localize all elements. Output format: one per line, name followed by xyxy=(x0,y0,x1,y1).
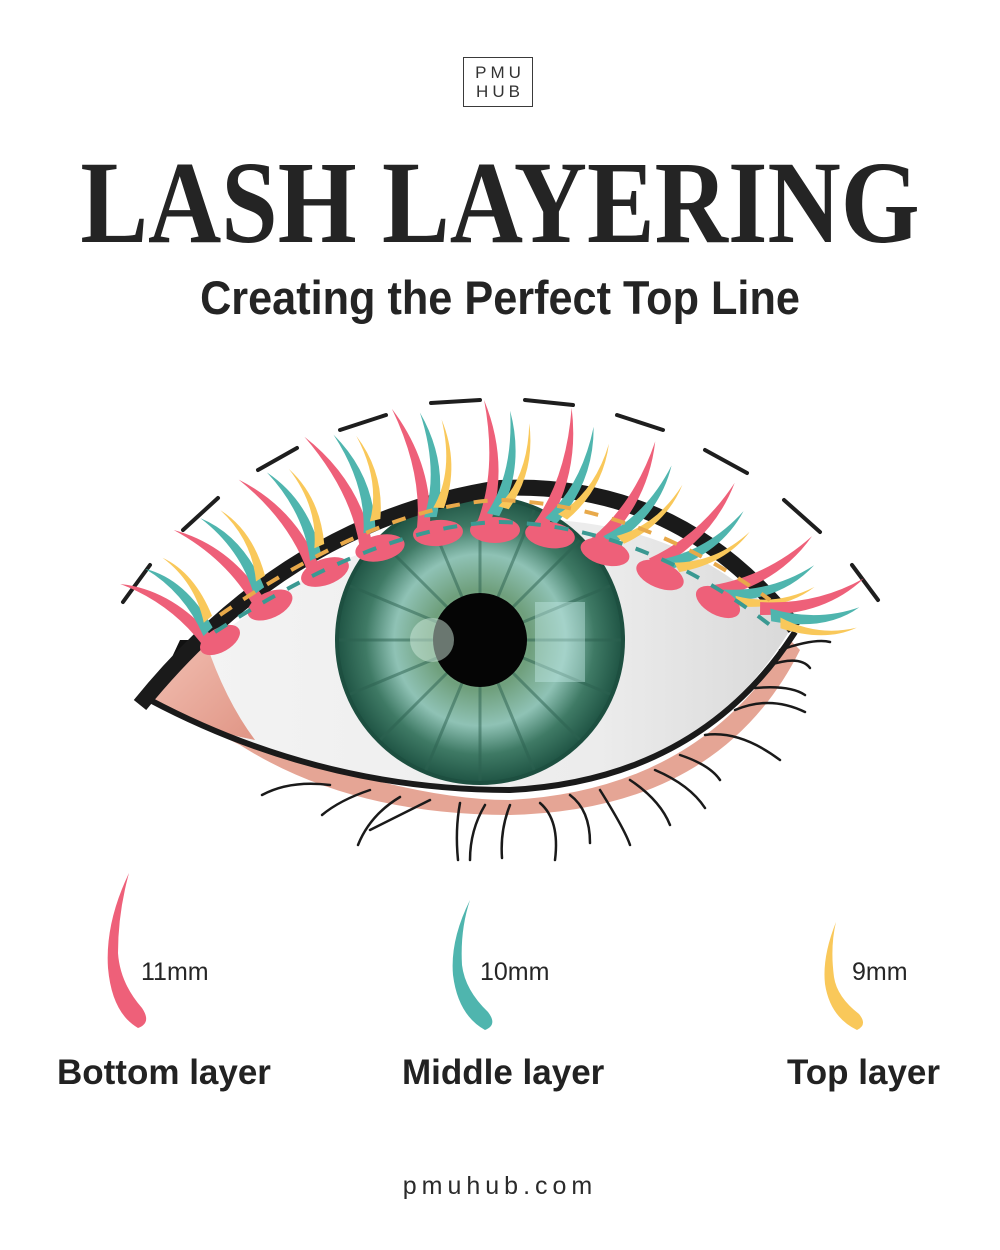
inner-corner xyxy=(152,640,255,740)
legend-label-bottom: Bottom layer xyxy=(57,1053,271,1092)
lash-fans xyxy=(120,400,864,656)
legend-size-bottom: 11mm xyxy=(141,958,209,986)
lower-lash-line xyxy=(148,630,798,794)
eye-illustration xyxy=(120,398,880,862)
logo-line-2: HUB xyxy=(476,82,524,101)
pmu-hub-logo: PMU HUB xyxy=(463,57,533,107)
pink-lash-icon xyxy=(107,873,147,1028)
page-title: LASH LAYERING xyxy=(80,137,920,268)
lower-lid xyxy=(150,640,800,815)
legend-size-middle: 10mm xyxy=(480,958,550,986)
website-footer: pmuhub.com xyxy=(402,1172,598,1200)
teal-lash-icon xyxy=(452,900,493,1030)
yellow-lash-icon xyxy=(824,922,864,1030)
legend-label-top: Top layer xyxy=(787,1053,941,1092)
legend-size-top: 9mm xyxy=(852,958,908,986)
pupil xyxy=(433,593,527,687)
legend-label-middle: Middle layer xyxy=(402,1053,605,1092)
logo-line-1: PMU xyxy=(475,63,525,82)
page-subtitle: Creating the Perfect Top Line xyxy=(200,271,800,324)
